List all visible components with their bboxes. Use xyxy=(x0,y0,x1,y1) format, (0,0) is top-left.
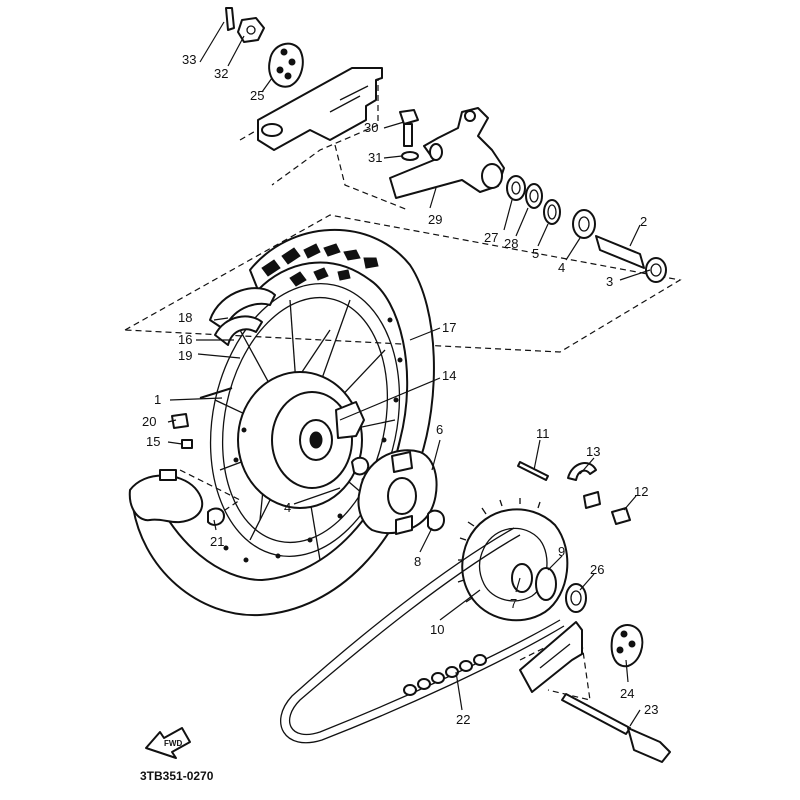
callout-28: 28 xyxy=(504,236,518,251)
caliper-bracket xyxy=(389,107,505,199)
callout-30: 30 xyxy=(364,120,378,135)
callout-27: 27 xyxy=(484,230,498,245)
callout-2: 2 xyxy=(640,214,647,229)
drive-chain xyxy=(280,527,565,744)
sprocket-collar xyxy=(565,583,587,613)
valve-nut xyxy=(207,507,225,526)
bearing xyxy=(572,209,596,239)
callout-25: 25 xyxy=(250,88,264,103)
chain-links xyxy=(403,654,487,696)
axle-parts xyxy=(506,175,667,283)
callout-19: 19 xyxy=(178,348,192,363)
diagram-code: 3TB351-0270 xyxy=(140,769,214,783)
callout-11: 11 xyxy=(536,426,550,441)
callout-3: 3 xyxy=(606,274,613,289)
callout-6: 6 xyxy=(436,422,443,437)
callout-9: 9 xyxy=(558,544,565,559)
callout-29: 29 xyxy=(428,212,442,227)
sprocket-hub xyxy=(351,449,445,535)
callout-31: 31 xyxy=(368,150,382,165)
damper xyxy=(335,401,365,439)
valve-cap xyxy=(171,413,189,429)
tire-section xyxy=(128,469,225,526)
callout-33: 33 xyxy=(182,52,196,67)
callout-8: 8 xyxy=(414,554,421,569)
tube xyxy=(214,315,263,346)
callout-7: 7 xyxy=(510,596,517,611)
callout-13: 13 xyxy=(586,444,600,459)
callout-4-hub: 4 xyxy=(284,500,291,515)
chain-puller-top xyxy=(268,42,304,88)
callout-4-top: 4 xyxy=(558,260,565,275)
bracket-washer xyxy=(401,151,419,161)
callout-24: 24 xyxy=(620,686,634,701)
callout-1: 1 xyxy=(154,392,161,407)
callout-10: 10 xyxy=(430,622,444,637)
sprocket-nut xyxy=(611,507,631,525)
rear-wheel xyxy=(131,228,435,617)
fwd-arrow: FWD xyxy=(145,727,191,759)
callout-15: 15 xyxy=(146,434,160,449)
collar xyxy=(506,175,526,201)
wheel-axle xyxy=(561,693,671,763)
swingarm-section xyxy=(257,67,383,151)
bracket-bolt xyxy=(399,109,419,161)
hub-collar xyxy=(427,509,445,532)
circlip xyxy=(543,199,561,225)
callout-22: 22 xyxy=(456,712,470,727)
leader-lines xyxy=(167,21,651,727)
fwd-label: FWD xyxy=(164,739,182,748)
callout-17: 17 xyxy=(442,320,456,335)
chain-puller-bottom xyxy=(610,624,644,668)
callout-23: 23 xyxy=(644,702,658,717)
cotter-pin xyxy=(225,7,235,31)
callouts: 33 32 25 30 31 29 27 28 5 4 2 3 18 16 19… xyxy=(142,52,658,727)
axle-nut xyxy=(237,17,265,43)
swingarm-bushing xyxy=(261,123,283,137)
callout-5: 5 xyxy=(532,246,539,261)
sprocket-teeth xyxy=(457,498,541,603)
callout-12: 12 xyxy=(634,484,648,499)
oil-seal xyxy=(525,183,543,209)
callout-32: 32 xyxy=(214,66,228,81)
rim-holes xyxy=(223,317,403,563)
rim-band xyxy=(209,287,276,331)
callout-21: 21 xyxy=(210,534,224,549)
sprocket-fasteners xyxy=(517,461,631,525)
swingarm-right xyxy=(519,621,583,693)
sprocket-spacer xyxy=(535,567,557,601)
tire-tread xyxy=(261,243,379,287)
spacer xyxy=(595,235,645,269)
rear-sprocket xyxy=(457,498,587,622)
callout-14: 14 xyxy=(442,368,456,383)
callout-20: 20 xyxy=(142,414,156,429)
spoke-nipple xyxy=(181,439,193,449)
callout-26: 26 xyxy=(590,562,604,577)
loose-parts xyxy=(171,387,233,449)
callout-16: 16 xyxy=(178,332,192,347)
callout-18: 18 xyxy=(178,310,192,325)
